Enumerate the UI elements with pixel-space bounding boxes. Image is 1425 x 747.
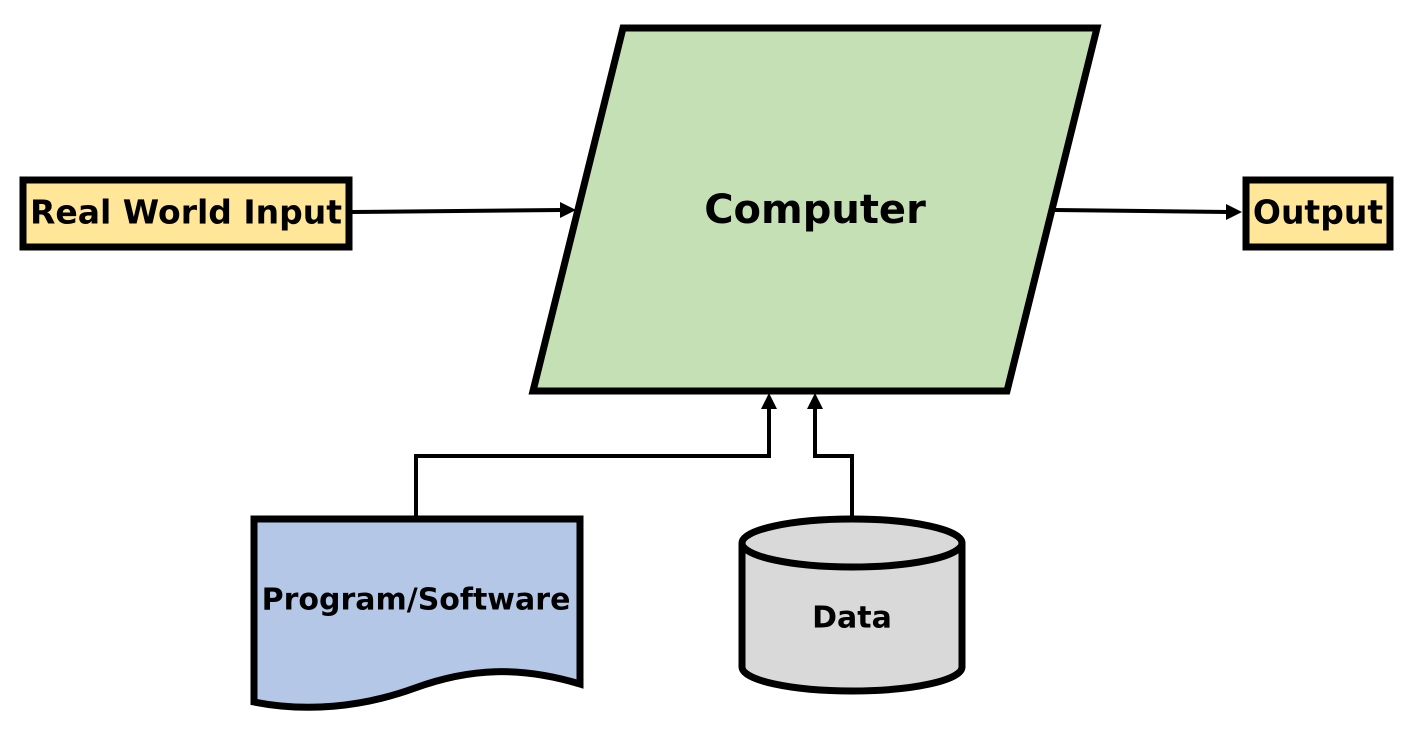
node-program-software-label: Program/Software — [262, 583, 571, 618]
node-computer: Computer — [528, 24, 1102, 395]
edge-program-to-computer — [414, 393, 777, 516]
node-output-label: Output — [1253, 193, 1383, 232]
edge-computer-to-output — [1054, 204, 1242, 220]
node-program-software-shape — [250, 515, 584, 711]
node-data-cylinder-top — [738, 515, 966, 571]
node-output: Output — [1242, 176, 1394, 251]
node-real-world-input-label: Real World Input — [30, 193, 342, 232]
node-computer-shape — [528, 24, 1102, 395]
node-output-box — [1242, 176, 1394, 251]
edge-input-to-computer — [351, 202, 576, 218]
edge-data-to-computer — [807, 393, 854, 517]
node-data-label: Data — [812, 601, 892, 636]
node-data-cylinder-body — [738, 543, 966, 695]
node-data: Data — [738, 515, 966, 695]
node-real-world-input-box — [19, 176, 353, 251]
node-program-software: Program/Software — [250, 515, 584, 711]
node-computer-label: Computer — [704, 187, 926, 233]
node-real-world-input: Real World Input — [19, 176, 353, 251]
